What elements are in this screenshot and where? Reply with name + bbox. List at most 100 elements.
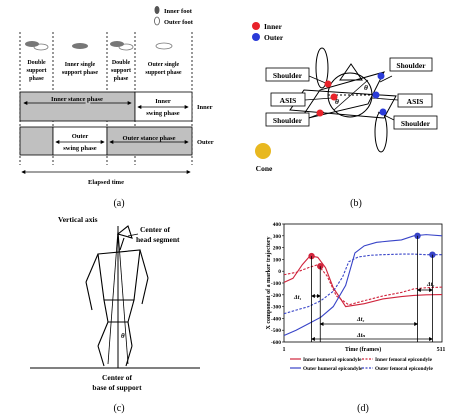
panel-c-caption: (c) — [113, 403, 124, 414]
y-tick-label: -600 — [271, 340, 281, 346]
body-markers — [316, 72, 387, 117]
box-asis-l — [270, 92, 306, 107]
label-shoulder-tl: Shoulder — [273, 71, 303, 80]
trunk-segment — [97, 249, 141, 301]
footprint-icons — [25, 41, 173, 51]
phase-3-line2: support — [111, 68, 131, 74]
panel-d-caption: (d) — [357, 403, 369, 414]
foot-single-icon-2 — [155, 42, 173, 50]
outer-shoulder-low-marker — [379, 108, 387, 116]
panel-b-caption: (b) — [350, 198, 362, 209]
y-tick-label: -300 — [271, 305, 281, 311]
phase-1-line1: Double — [27, 60, 46, 66]
inner-marker-legend-icon — [252, 22, 260, 30]
outer-shoulder-marker — [377, 72, 385, 80]
phase-2-line2: support phase — [62, 70, 99, 76]
inner-asis-marker — [330, 93, 338, 101]
y-tick-label: 100 — [273, 257, 282, 263]
legend-outer: Outer — [264, 33, 284, 42]
outer-swing-label-2: swing phase — [63, 145, 97, 152]
x-axis-label: Time (frames) — [345, 346, 381, 353]
series-line-2 — [283, 264, 443, 306]
theta-c: θ — [121, 332, 125, 340]
legend-label-3: Outer humeral epicondyle — [303, 366, 363, 372]
inner-swing-label-1: Inner — [155, 98, 171, 105]
inner-stance-bar — [19, 91, 136, 122]
panel-c-stick-figure: Vertical axis Center of head segment θ C… — [30, 215, 200, 414]
phase-4-line2: support phase — [145, 70, 182, 76]
phase-labels: Double support phase Inner single suppor… — [26, 60, 181, 82]
y-tick-label: 400 — [273, 222, 282, 228]
outer-swing-label-1: Outer — [72, 133, 89, 140]
phase-1-line3: phase — [29, 76, 44, 82]
head-center-label-1: Center of — [140, 225, 171, 234]
interval-markers — [310, 235, 434, 342]
box-shoulder-tl — [265, 67, 310, 82]
interval-labels: Δt₁ Δt₂ Δt₃ Δtₙ — [293, 282, 435, 339]
series-line-1 — [283, 255, 443, 308]
base-support-label-1: Center of — [102, 373, 133, 382]
phase-3-line1: Double — [112, 60, 131, 66]
event-marker-2 — [317, 263, 324, 270]
label-shoulder-br: Shoulder — [401, 119, 431, 128]
y-tick-label: -400 — [271, 316, 281, 322]
outer-asis-marker — [372, 91, 380, 99]
box-asis-r — [397, 93, 433, 108]
foot-pair-icon-2 — [110, 41, 134, 51]
delta-t1-label: Δt₁ — [293, 295, 302, 301]
delta-tn-label: Δtₙ — [356, 333, 365, 339]
panel-a-gait-phases: Inner foot Outer foot — [19, 6, 214, 209]
y-axis-label: X component of a marker trajectory — [266, 236, 272, 329]
legend-label-2: Inner femoral epicondyle — [375, 357, 433, 363]
label-boxes — [265, 57, 438, 130]
vertical-axis-label: Vertical axis — [58, 215, 98, 224]
foot-single-icon-1 — [72, 43, 88, 49]
row-label-inner: Inner — [197, 104, 213, 111]
label-texts: Shoulder Shoulder ASIS ASIS Shoulder Sho… — [273, 61, 431, 128]
theta-bottom: θ — [335, 97, 339, 106]
cone-label: Cone — [256, 164, 273, 173]
y-tick-label: 0 — [278, 269, 281, 275]
label-shoulder-tr: Shoulder — [396, 61, 426, 70]
legend-label-4: Outer femoral epicondyle — [375, 366, 434, 372]
head-triangle — [339, 63, 363, 81]
left-arm-ellipse — [315, 47, 329, 89]
inner-shoulder-marker — [324, 80, 332, 88]
box-shoulder-bl — [265, 112, 310, 127]
elapsed-time-label: Elapsed time — [88, 179, 124, 186]
theta-top: θ — [364, 83, 368, 92]
stick-figure — [85, 225, 149, 367]
inner-shoulder-low-marker — [316, 109, 324, 117]
inner-foot-icon — [154, 6, 160, 14]
shoulder-plane — [298, 71, 385, 121]
row-label-outer: Outer — [197, 139, 214, 146]
panel-b-body-angles: Inner Outer — [252, 22, 438, 209]
series-line-4 — [283, 253, 442, 315]
phase-3-line3: phase — [114, 76, 129, 82]
foot-pair-icon-1 — [25, 41, 49, 51]
outer-stance-bar-left — [19, 126, 54, 156]
head-segment — [116, 225, 133, 239]
chart-legend: Inner humeral epicondyle Inner femoral e… — [290, 357, 434, 372]
y-tick-label: 200 — [273, 246, 282, 252]
legend-inner-foot: Inner foot — [164, 8, 193, 15]
series-line-3 — [283, 234, 443, 337]
cone-icon — [255, 143, 271, 159]
outer-stance-label: Outer stance phase — [123, 135, 176, 142]
pelvis-segment — [103, 299, 135, 323]
y-tick-label: -200 — [271, 293, 281, 299]
y-tick-label: 300 — [273, 234, 282, 240]
phase-1-line2: support — [26, 68, 46, 74]
y-tick-label: -500 — [271, 328, 281, 334]
legend-inner: Inner — [264, 22, 283, 31]
inner-stance-label: Inner stance phase — [51, 96, 103, 103]
box-shoulder-br — [393, 115, 438, 130]
x-tick-start: 1 — [283, 347, 286, 353]
chart-series — [283, 232, 443, 337]
outer-foot-icon — [154, 16, 160, 26]
x-tick-end: 511 — [437, 347, 446, 353]
inner-swing-label-2: swing phase — [146, 110, 180, 117]
